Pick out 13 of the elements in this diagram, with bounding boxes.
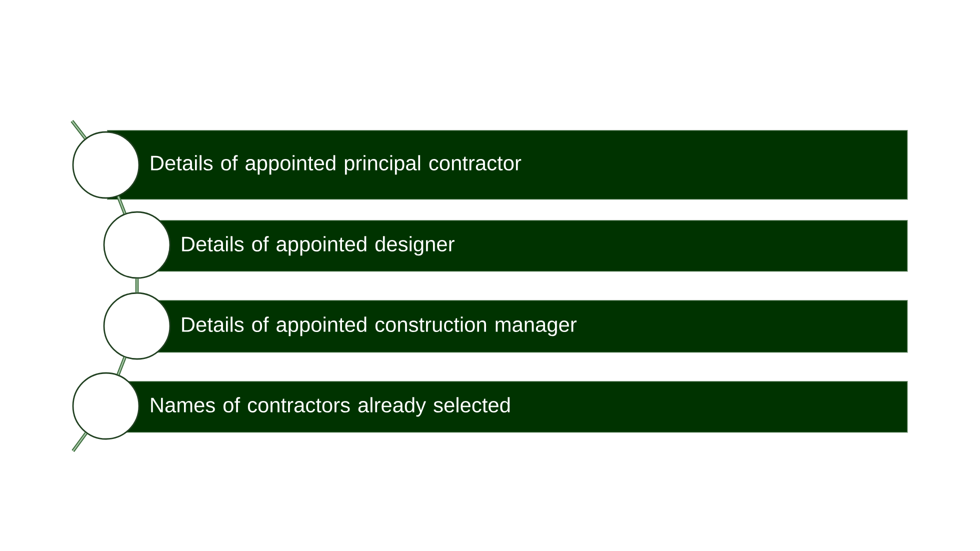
bar: Names of contractors already selected: [107, 381, 908, 433]
bar: Details of appointed construction manager: [142, 300, 908, 353]
connector-line: [135, 278, 139, 292]
connector-line: [72, 432, 88, 452]
circle: [72, 372, 140, 440]
circle: [103, 211, 171, 279]
circle: [72, 131, 140, 199]
bar: Details of appointed designer: [142, 220, 908, 272]
connector-line: [116, 356, 126, 376]
connector-line: [70, 120, 87, 140]
circle: [103, 292, 171, 360]
bar: Details of appointed principal contractor: [107, 130, 908, 200]
connector-line: [116, 196, 126, 214]
